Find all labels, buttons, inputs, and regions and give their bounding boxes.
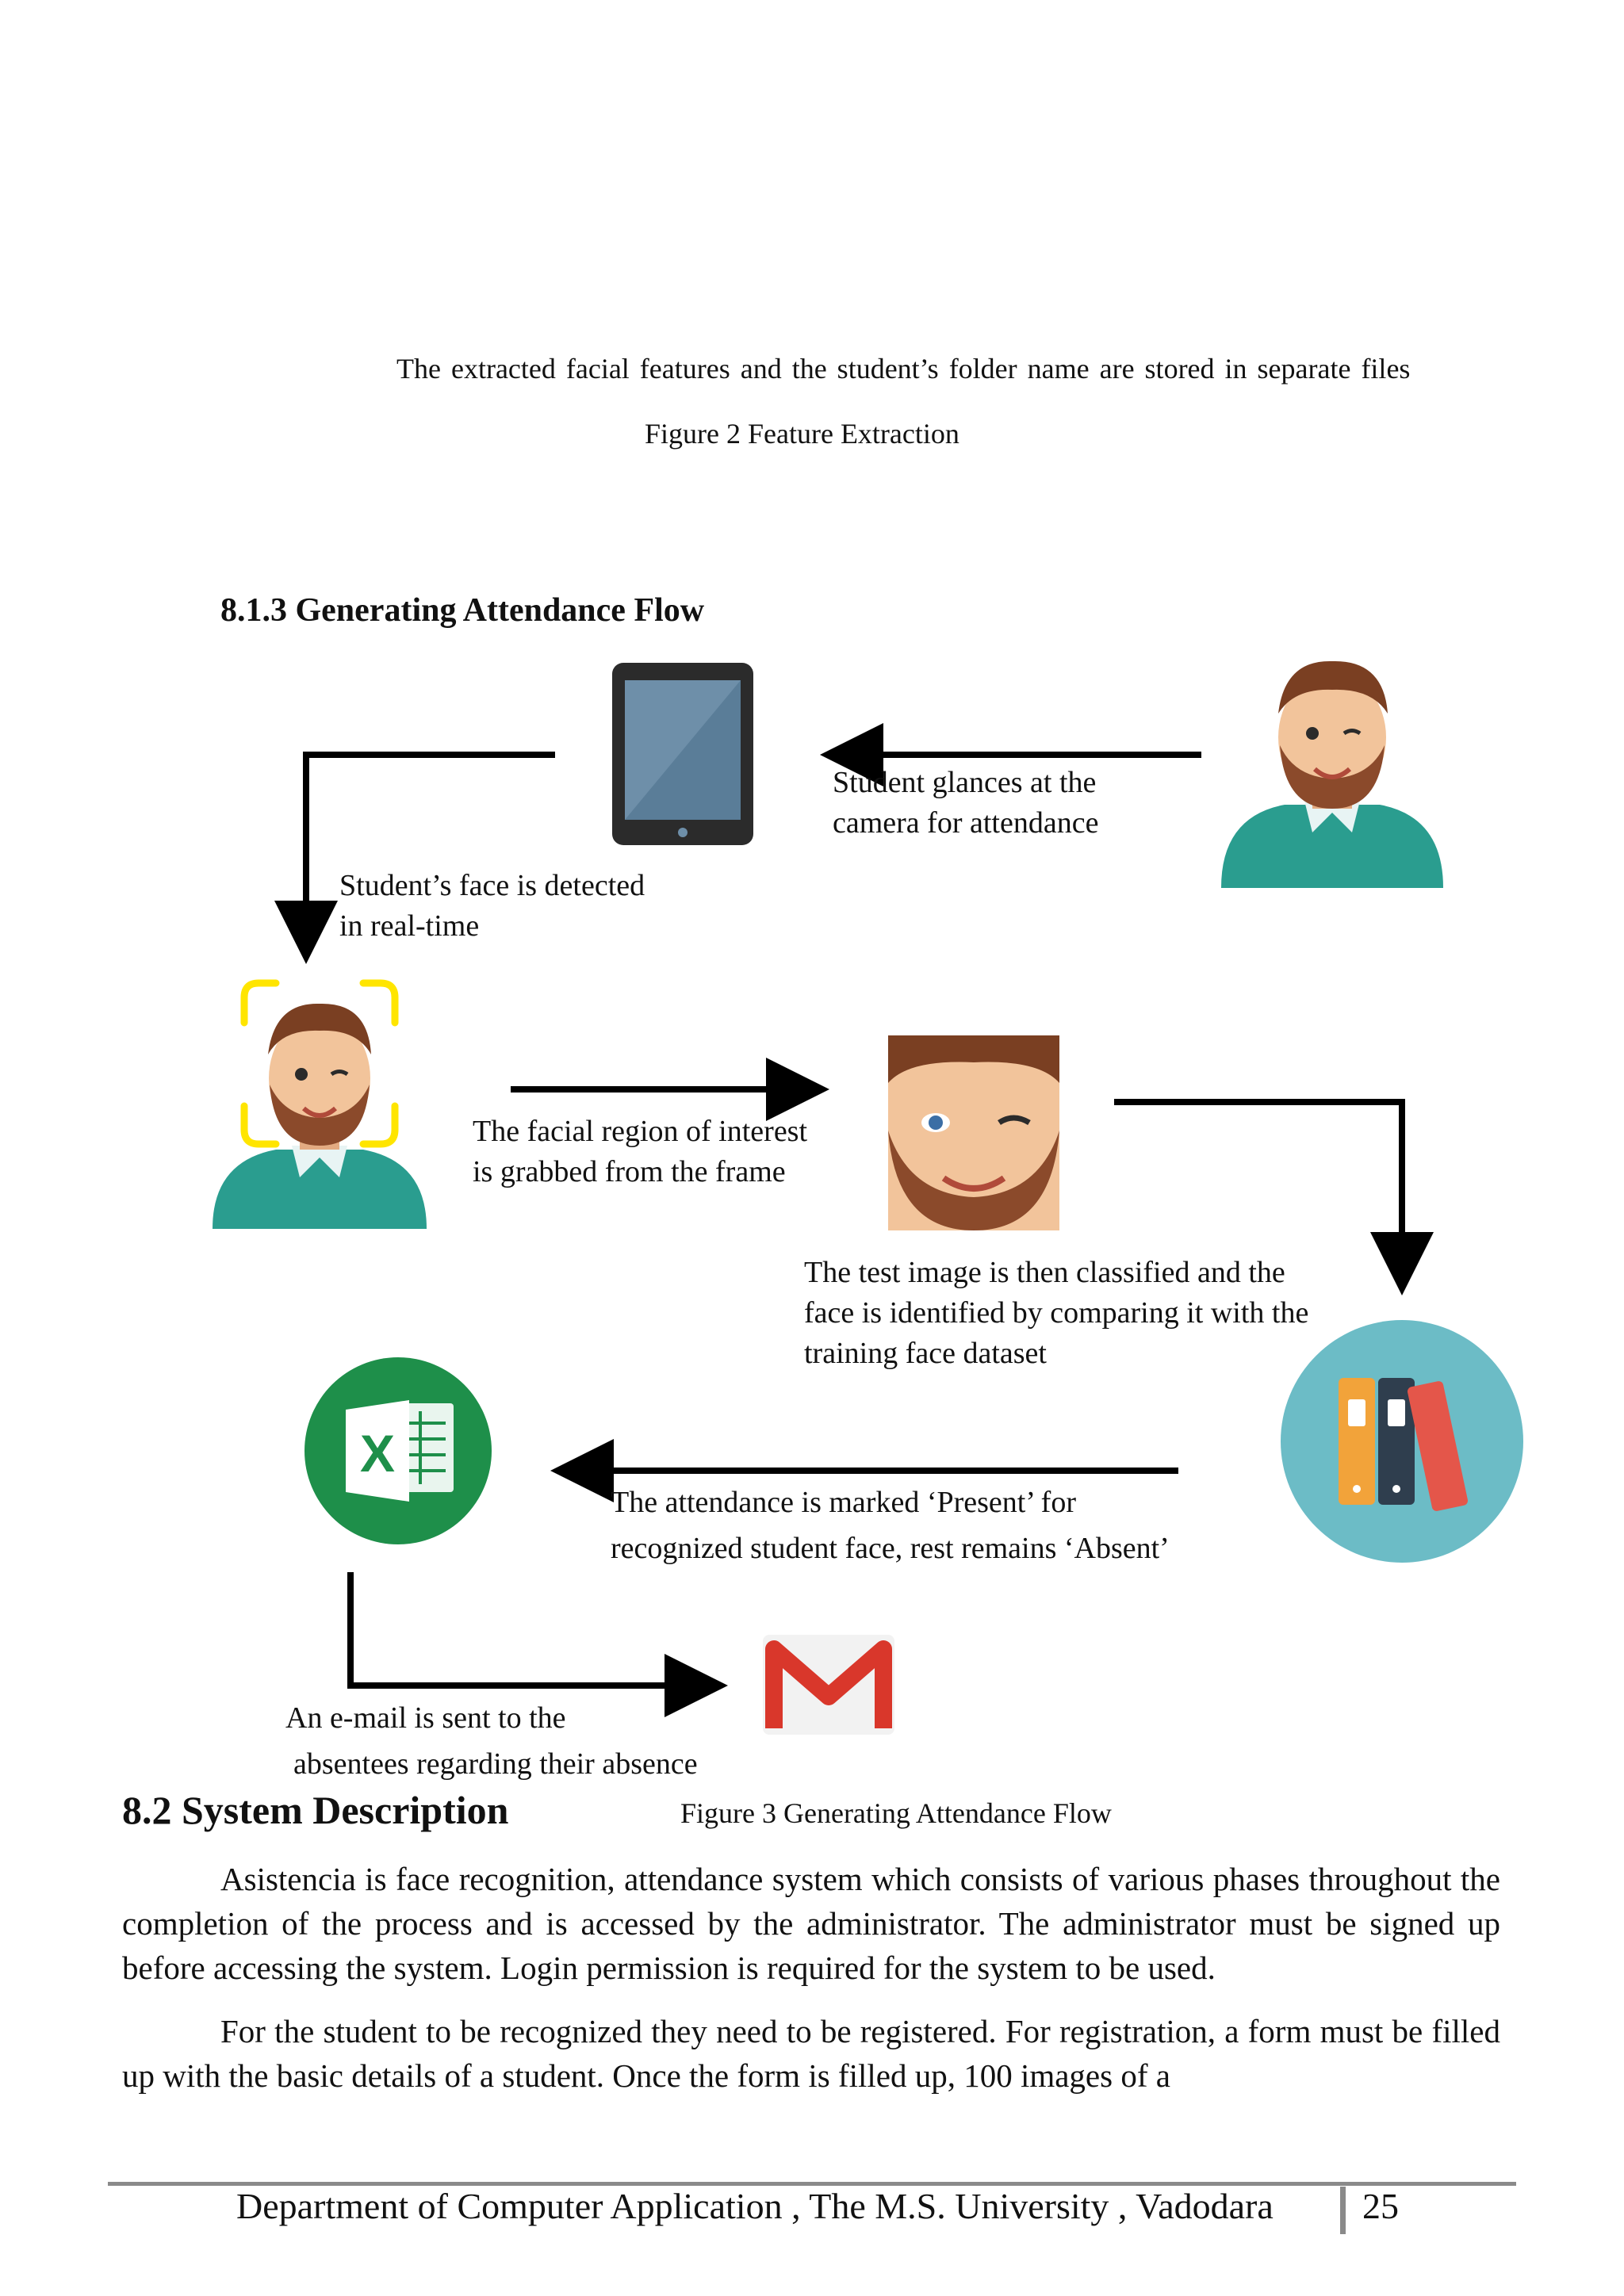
step-mark-line-2: recognized student face, rest remains ‘A… — [611, 1532, 1170, 1565]
face-detected-icon — [213, 979, 427, 1229]
step-glance-line-2: camera for attendance — [833, 806, 1099, 840]
arrow-excel-to-gmail — [347, 1572, 728, 1717]
arrow-tablet-to-detect — [274, 752, 555, 964]
step-classify-line-1: The test image is then classified and th… — [804, 1256, 1285, 1289]
step-classify-line-3: training face dataset — [804, 1337, 1047, 1370]
step-classify-line-2: face is identified by comparing it with … — [804, 1296, 1309, 1330]
system-description-body: Asistencia is face recognition, attendan… — [122, 1857, 1500, 2117]
step-mark-line-1: The attendance is marked ‘Present’ for — [611, 1486, 1076, 1519]
face-crop-icon — [888, 1035, 1059, 1230]
step-email-line-2: absentees regarding their absence — [293, 1747, 698, 1781]
footer-department: Department of Computer Application , The… — [236, 2186, 1274, 2226]
step-grab-line-1: The facial region of interest — [473, 1115, 808, 1148]
page-number: 25 — [1362, 2186, 1399, 2226]
step-detect-label: Student’s face is detected in real-time — [339, 866, 645, 947]
student-avatar-icon — [1221, 660, 1443, 888]
step-glance-label: Student glances at the camera for attend… — [833, 763, 1098, 844]
excel-letter: X — [360, 1424, 395, 1483]
paragraph-1: Asistencia is face recognition, attendan… — [122, 1861, 1500, 1986]
section-heading-8-2: 8.2 System Description — [122, 1788, 509, 1832]
step-grab-label: The facial region of interest is grabbed… — [473, 1112, 807, 1192]
arrow-crop-to-dataset — [1114, 1099, 1434, 1295]
step-classify-label: The test image is then classified and th… — [804, 1253, 1308, 1374]
dataset-folders-icon — [1281, 1320, 1523, 1563]
footer-separator — [1340, 2187, 1346, 2234]
step-grab-line-2: is grabbed from the frame — [473, 1155, 786, 1188]
tablet-icon — [612, 663, 753, 845]
step-mark-label: The attendance is marked ‘Present’ for r… — [611, 1479, 1170, 1571]
paragraph-2: For the student to be recognized they ne… — [122, 2013, 1500, 2094]
footer-rule — [108, 2182, 1516, 2186]
gmail-icon — [763, 1635, 894, 1735]
excel-icon: X — [304, 1357, 492, 1544]
figure-2-caption: Figure 2 Feature Extraction — [645, 418, 959, 450]
step-email-line-1: An e-mail is sent to the — [285, 1701, 566, 1735]
step-detect-line-1: Student’s face is detected — [339, 869, 645, 902]
step-glance-line-1: Student glances at the — [833, 766, 1097, 799]
step-detect-line-2: in real-time — [339, 909, 480, 943]
feature-extraction-text: The extracted facial features and the st… — [396, 353, 1411, 385]
section-heading-8-1-3: 8.1.3 Generating Attendance Flow — [220, 592, 705, 629]
figure-3-caption: Figure 3 Generating Attendance Flow — [680, 1797, 1112, 1829]
step-email-label: An e-mail is sent to the absentees regar… — [285, 1695, 698, 1787]
